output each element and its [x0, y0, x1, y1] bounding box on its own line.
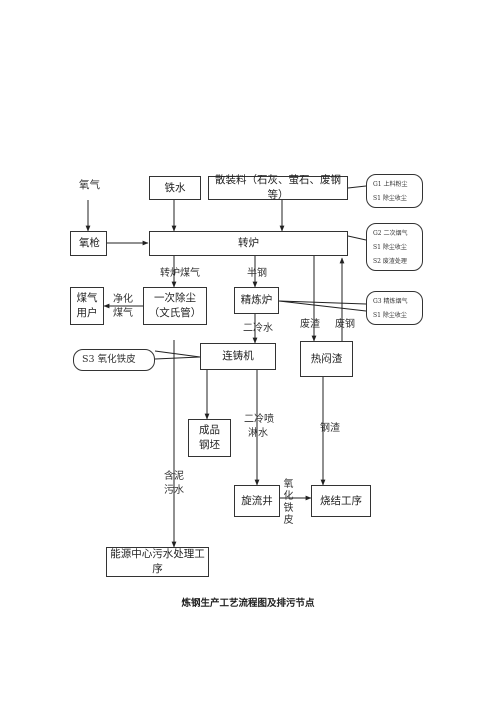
callout-g2: G2 二次烟气 S1 除尘收尘 S2 废渣处理 [366, 223, 423, 271]
primary-dedust-line-1: 一次除尘 [154, 292, 196, 304]
waste-slag-label: 废渣 [300, 319, 320, 330]
callout-g3-line-2: S1 除尘收尘 [373, 312, 407, 319]
diagram-caption: 炼钢生产工艺流程图及排污节点 [181, 598, 315, 609]
swirl-well-box: 旋流井 [234, 485, 280, 517]
billet-line-2: 钢坯 [199, 439, 220, 451]
spray-water-label-2: 淋水 [248, 428, 268, 439]
steel-slag-label: 钢渣 [320, 423, 340, 434]
callout-g3-line-1: G3 精炼烟气 [373, 298, 408, 305]
converter-gas-label: 转炉煤气 [160, 268, 200, 279]
scrap-steel-label: 废钢 [335, 319, 355, 330]
callout-g1: G1 上料粉尘 S1 除尘收尘 [366, 174, 423, 208]
sintering-box: 烧结工序 [311, 485, 371, 517]
gas-user-line-1: 煤气 [76, 292, 98, 304]
half-steel-label: 半钢 [247, 268, 267, 279]
billet-box: 成品 钢坯 [188, 419, 231, 457]
refining-furnace-box: 精炼炉 [234, 287, 279, 314]
callout-g2-line-3: S2 废渣处理 [373, 258, 407, 265]
primary-dedust-line-2: （文氏管） [148, 307, 202, 319]
mud-water-label-1: 含泥 [164, 471, 184, 482]
callout-g3: G3 精炼烟气 S1 除尘收尘 [366, 291, 423, 325]
caster-box: 连铸机 [200, 343, 276, 370]
purify-label-2: 煤气 [113, 308, 133, 319]
mud-water-label-2: 污水 [164, 485, 184, 496]
callout-g1-line-1: G1 上料粉尘 [373, 181, 408, 188]
billet-line-1: 成品 [199, 424, 220, 436]
oxygen-lance-box: 氧枪 [70, 231, 107, 256]
oxygen-input-label: 氧气 [79, 179, 100, 191]
bulk-material-box: 散装料（石灰、萤石、废钢等） [208, 174, 348, 201]
sewage-treatment-box: 能源中心污水处理工序 [106, 547, 209, 577]
primary-dedust-box: 一次除尘 （文氏管） [143, 287, 207, 325]
cooling-water-label: 二冷水 [243, 323, 273, 334]
gas-user-box: 煤气 用户 [70, 287, 104, 325]
callout-g1-line-2: S1 除尘收尘 [373, 195, 407, 202]
purify-label-1: 净化 [113, 294, 133, 305]
callout-g2-line-1: G2 二次烟气 [373, 230, 408, 237]
spray-water-label-1: 二冷喷 [244, 414, 274, 425]
slag-treatment-box: 热闷渣 [300, 341, 353, 377]
callout-s3: S3 氧化铁皮 [73, 349, 155, 371]
converter-box: 转炉 [149, 231, 348, 256]
iron-input-box: 铁水 [149, 176, 201, 200]
callout-g2-line-2: S1 除尘收尘 [373, 244, 407, 251]
oxide-scale-label: 氧化铁皮 [281, 478, 292, 526]
gas-user-line-2: 用户 [76, 307, 98, 319]
